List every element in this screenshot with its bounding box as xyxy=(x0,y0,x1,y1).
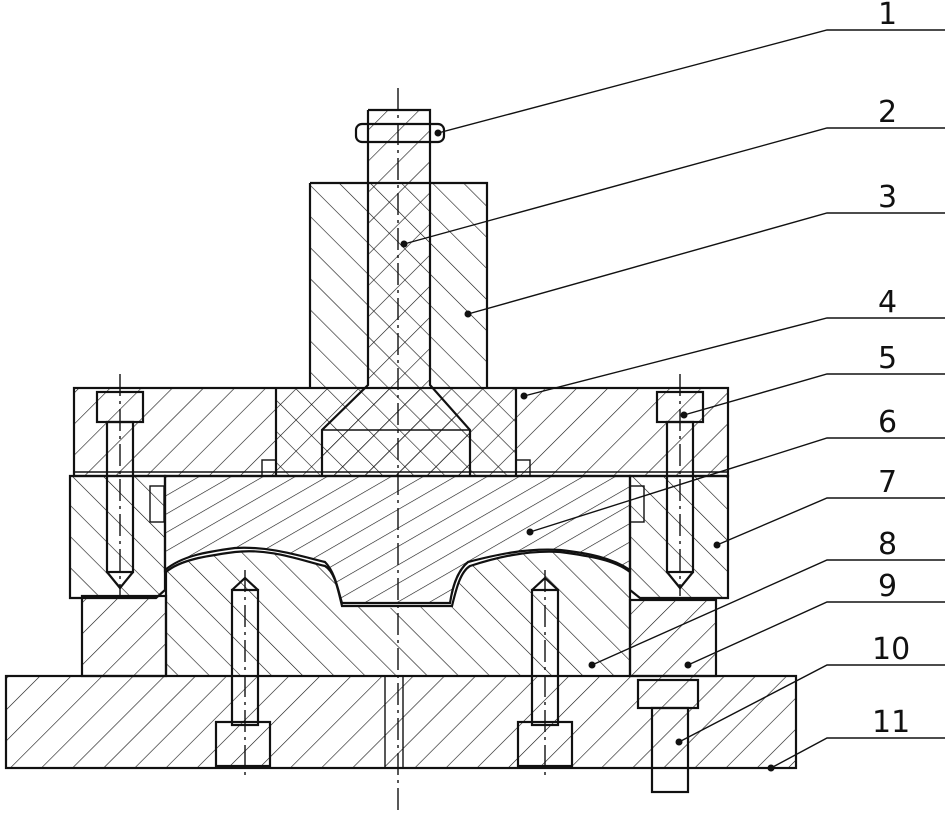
center-pin-slot xyxy=(384,675,404,769)
leader-8 xyxy=(591,559,945,666)
callout-4: 4 xyxy=(878,285,897,320)
callout-9: 9 xyxy=(878,569,897,604)
part-2-punch xyxy=(261,108,531,477)
part-7-side-holders xyxy=(68,474,730,600)
callout-6: 6 xyxy=(878,405,897,440)
leader-1 xyxy=(437,29,945,134)
callout-labels: 1 2 3 4 5 6 7 8 9 10 11 xyxy=(872,0,910,740)
leader-5 xyxy=(683,373,945,416)
leader-dots xyxy=(400,129,775,772)
leader-3 xyxy=(467,212,945,315)
leader-2 xyxy=(403,127,945,245)
leader-11 xyxy=(770,737,945,769)
callout-10: 10 xyxy=(872,632,910,667)
leader-10 xyxy=(678,664,945,743)
part-11-base-plate xyxy=(4,674,798,770)
callout-7: 7 xyxy=(878,465,897,500)
callout-2: 2 xyxy=(878,95,897,130)
part-6-forming-die xyxy=(149,474,645,605)
part-10-bolt xyxy=(636,678,700,794)
callout-1: 1 xyxy=(878,0,897,32)
leader-9 xyxy=(687,601,945,666)
callout-8: 8 xyxy=(878,527,897,562)
callout-11: 11 xyxy=(872,705,910,740)
leader-4 xyxy=(523,317,945,397)
part-8-lower-die xyxy=(164,550,632,676)
callout-3: 3 xyxy=(878,180,897,215)
leader-6 xyxy=(529,437,945,533)
leader-lines xyxy=(403,29,945,769)
part-1-pin xyxy=(354,122,446,144)
leader-7 xyxy=(716,497,945,546)
callout-5: 5 xyxy=(878,341,897,376)
